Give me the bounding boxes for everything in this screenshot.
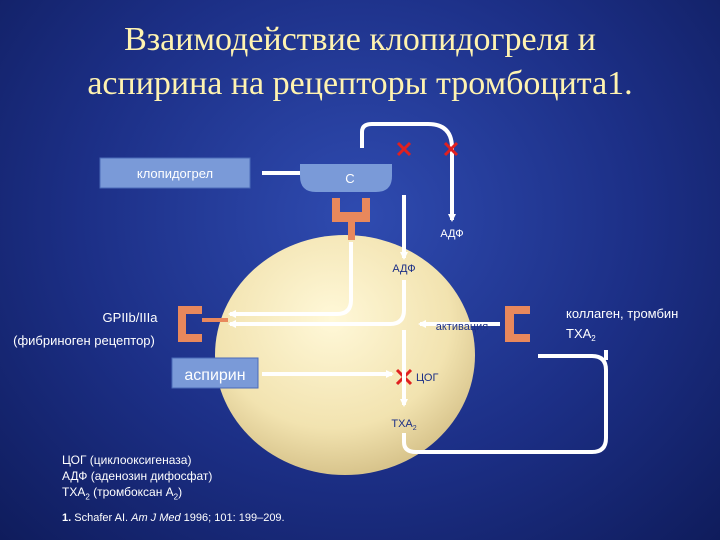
aspirin-label: аспирин	[184, 367, 245, 384]
reference-journal: Am J Med	[131, 512, 181, 524]
clopidogrel-box	[99, 157, 251, 189]
platelet-cell	[215, 235, 475, 475]
aspirin-box	[171, 357, 259, 389]
arrow-adp-to-activation	[228, 280, 406, 328]
collagen-label-1: коллаген, тромбин	[566, 306, 678, 321]
abbreviation-legend: ЦОГ (циклооксигеназа) АДФ (аденозин дифо…	[62, 452, 212, 505]
reference-author: Schafer AI.	[71, 512, 132, 524]
receptor-c	[300, 164, 392, 192]
txa2-label: ТХА2	[391, 418, 416, 432]
legend-line-3: ТХА2 (тромбоксан А2)	[62, 485, 183, 502]
collagen-label-2: ТХА2	[566, 326, 596, 343]
title-line-1: Взаимодействие клопидогреля и	[124, 21, 596, 58]
receptor-c-label: С	[345, 171, 354, 186]
gp-label-2: (фибриноген рецептор)	[13, 333, 155, 348]
reference: 1. Schafer AI. Am J Med 1996; 101: 199–2…	[62, 512, 285, 524]
activation-label: активация	[436, 321, 489, 333]
gp-label-1: GPIIb/IIIa	[103, 310, 159, 325]
adp-inside-label: АДФ	[392, 263, 415, 275]
arrow-txa2-feedback	[402, 354, 608, 454]
title-line-2: аспирина на рецепторы тромбоцита1.	[87, 65, 633, 102]
collagen-receptor	[505, 306, 530, 342]
legend-line-1: ЦОГ (циклооксигеназа)	[62, 453, 192, 467]
legend-line-2: АДФ (аденозин дифосфат)	[62, 469, 213, 483]
cog-label: ЦОГ	[416, 372, 438, 384]
page-title: Взаимодействие клопидогреля и аспирина н…	[0, 18, 720, 106]
gp-receptor	[178, 306, 202, 342]
block-mark-1	[396, 141, 412, 157]
reference-rest: 1996; 101: 199–209.	[180, 512, 285, 524]
block-mark-2	[443, 141, 459, 157]
clopidogrel-label: клопидогрел	[137, 166, 213, 181]
arrow-receptor-to-gp	[228, 242, 353, 318]
adp-loop-arrow	[360, 122, 456, 222]
adp-receptor	[332, 198, 370, 240]
adp-outside-label: АДФ	[440, 228, 463, 240]
reference-number: 1.	[62, 512, 72, 524]
